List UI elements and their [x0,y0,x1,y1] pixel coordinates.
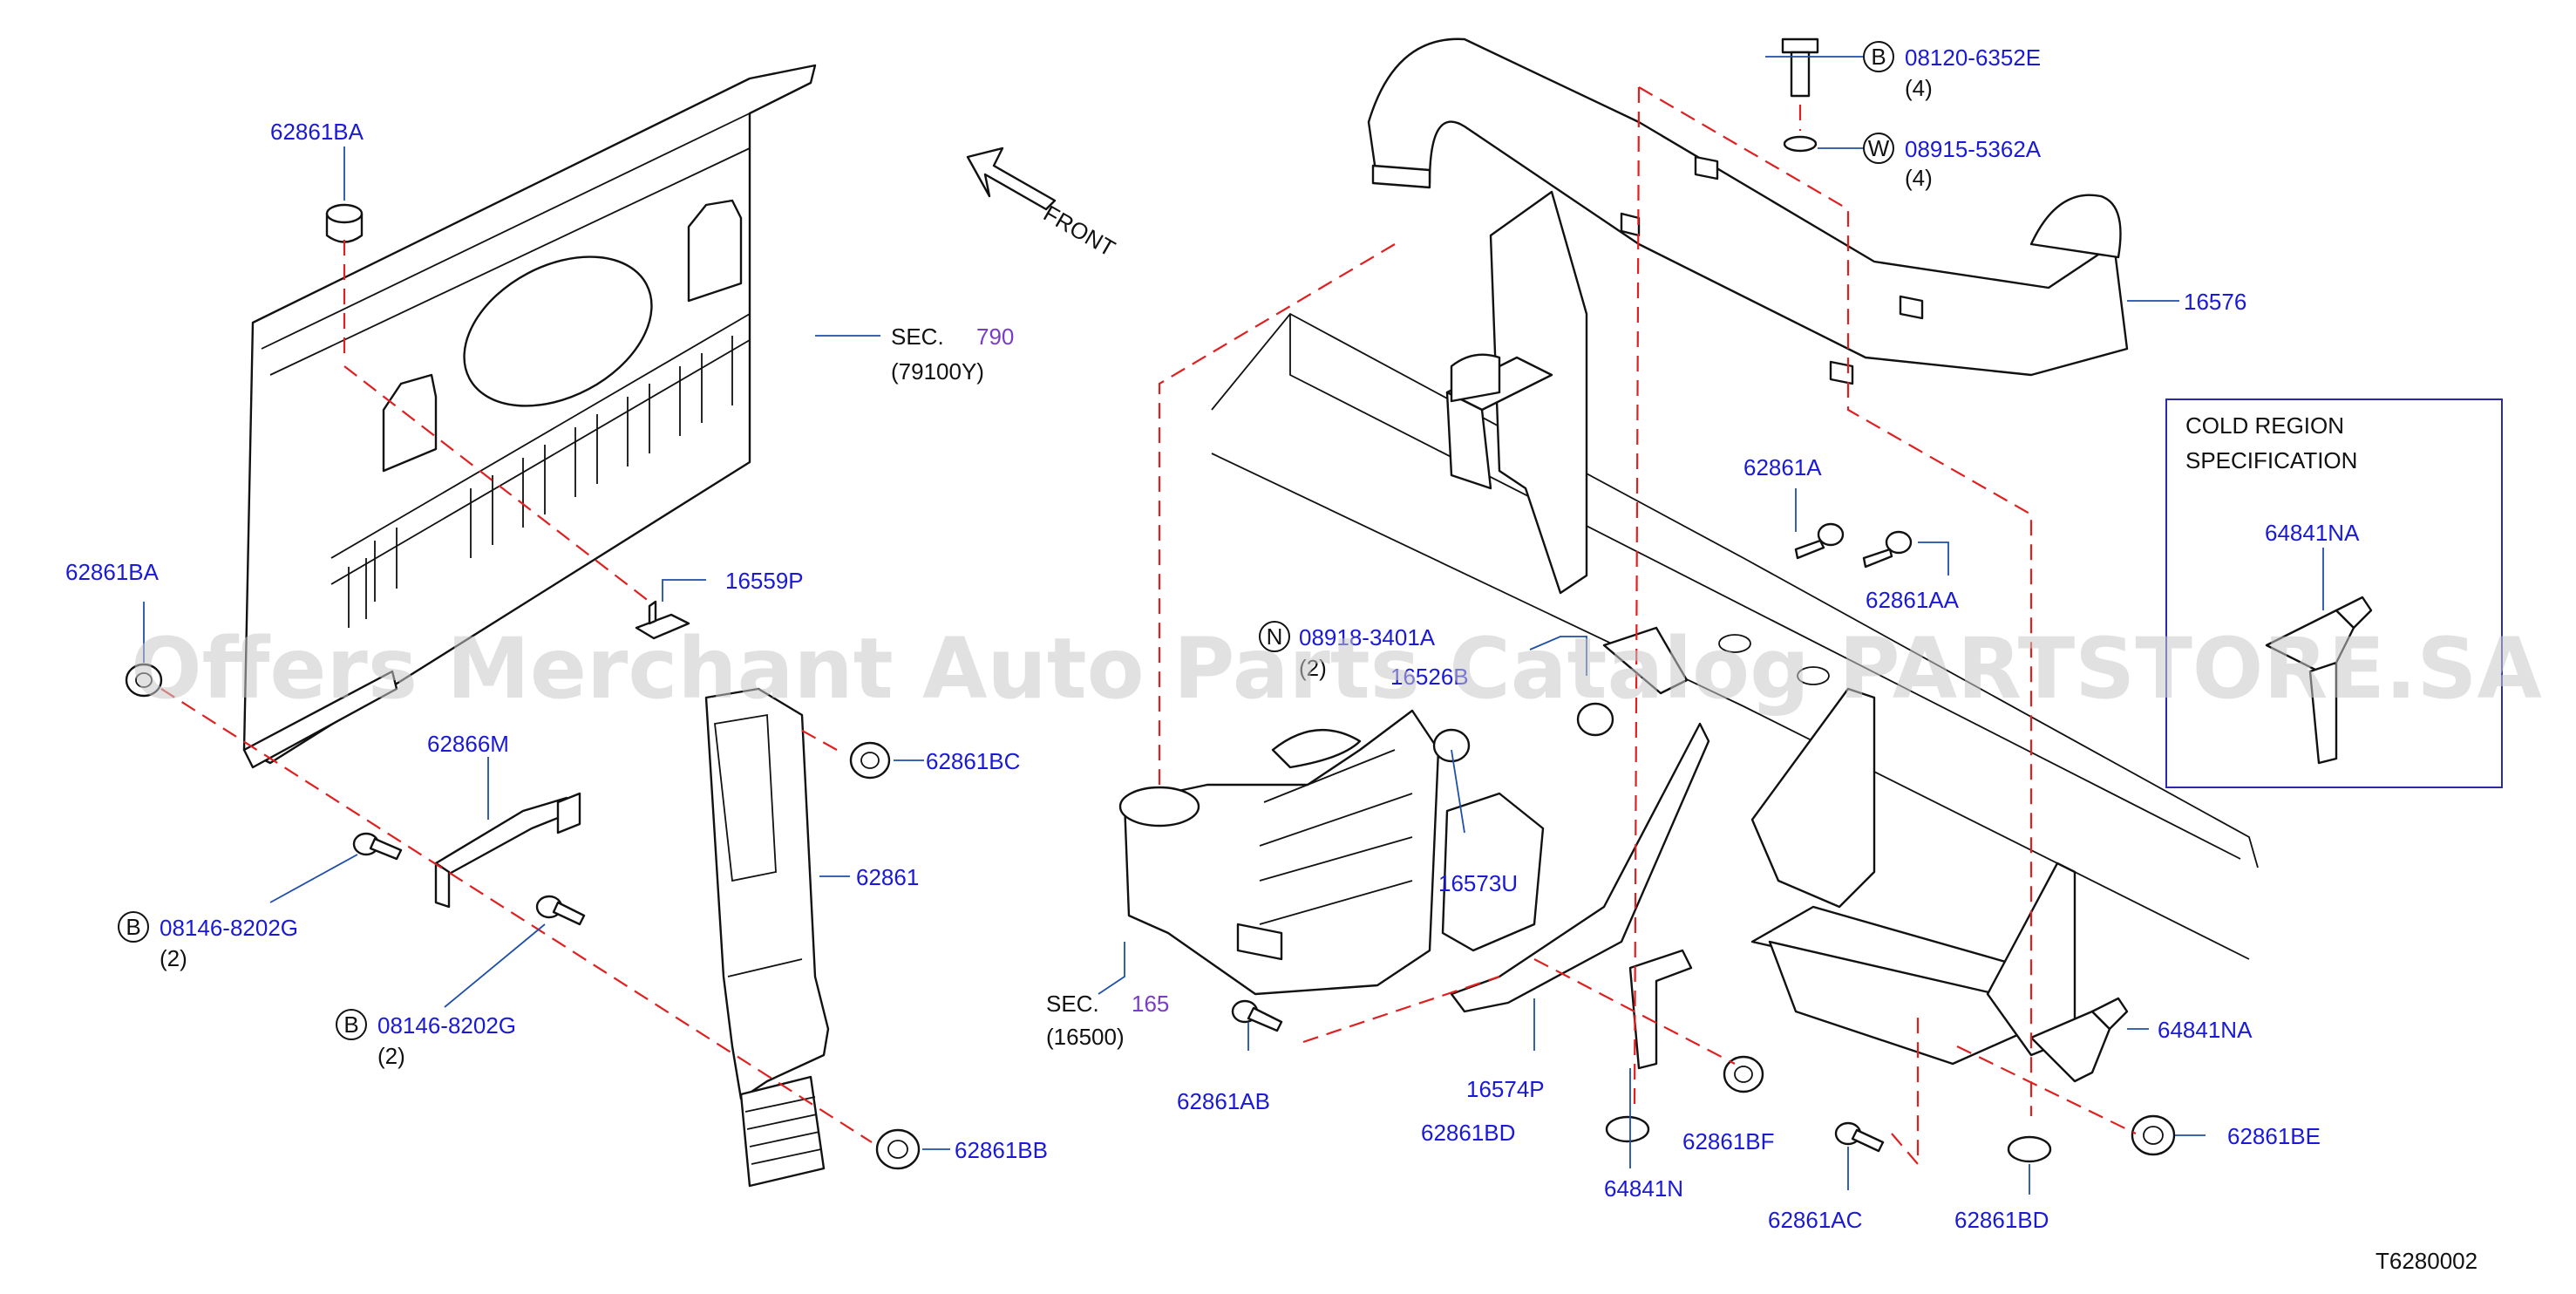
label-16559P: 16559P [725,568,804,594]
label-16573U: 16573U [1438,870,1518,896]
nut-62861BD-a [1605,1115,1650,1143]
marker-b1-letter: B [126,914,140,940]
label-sec165-number: 165 [1132,991,1169,1017]
nut-62861BF [1723,1055,1764,1093]
washer-08915-5362A [1783,135,1818,153]
label-08120-6352E: 08120-6352E [1905,44,2041,71]
clip-16559P [635,600,690,640]
label-62861BD-b: 62861BD [1954,1207,2049,1233]
label-62861BD-a: 62861BD [1421,1120,1515,1146]
label-08120-6352E-qty: (4) [1905,75,1933,101]
cold-region-box [2165,398,2503,788]
label-sec790-sub: (79100Y) [891,358,984,385]
label-08915-5362A-qty: (4) [1905,165,1933,191]
bolt-62861AA [1862,530,1913,569]
label-62861BB: 62861BB [955,1137,1048,1163]
label-62866M: 62866M [427,731,509,757]
label-08146-8202G-b: 08146-8202G [377,1012,516,1039]
bracket-16574P [1450,722,1710,1013]
grommet-62861BA-top [325,203,364,243]
rear-panel-illustration [242,64,817,769]
nut-62861BD-b [2007,1135,2052,1163]
label-sec790-number: 790 [976,324,1014,350]
label-64841NA: 64841NA [2158,1017,2253,1043]
label-08146-8202G-a: 08146-8202G [160,915,298,941]
panel-ribs [348,336,733,628]
marker-b2-letter: B [343,1011,358,1038]
label-08918-3401A-qty: (2) [1299,655,1327,681]
label-62861: 62861 [856,864,919,890]
resonator-bracket [1445,190,1588,595]
label-16576: 16576 [2184,289,2246,315]
label-08146-8202G-a-qty: (2) [160,945,187,971]
bracket-16573U [1441,792,1545,952]
nut-62861BC [849,741,891,780]
cold-region-title-2: SPECIFICATION [2185,447,2357,473]
grommet-62861BA-left [125,663,163,698]
cold-region-title-1: COLD REGION [2185,412,2344,439]
cold-region-part-label: 64841NA [2265,520,2360,546]
diagram-code: T6280002 [2375,1248,2477,1274]
assembly-lines [160,86,2137,1167]
label-62861BE: 62861BE [2227,1123,2321,1149]
label-16526B: 16526B [1390,664,1469,690]
bolt-62861AC [1834,1121,1885,1153]
marker-top-b-letter: B [1871,44,1886,70]
label-08918-3401A: 08918-3401A [1299,624,1436,650]
marker-b2: B [336,1009,367,1040]
label-62861AC: 62861AC [1768,1207,1862,1233]
bolt-08120-6352E [1781,37,1819,98]
label-front: FRONT [1039,200,1120,262]
air-duct-62861 [704,687,830,1188]
frame-rail-illustration [1211,312,2259,960]
label-64841N: 64841N [1604,1175,1683,1202]
label-sec165-sub: (16500) [1046,1024,1125,1050]
label-62861BC: 62861BC [926,748,1020,774]
label-62861BA-left: 62861BA [65,559,160,585]
air-cleaner-sec165 [1118,709,1440,996]
intake-tube-16576 [1367,37,2129,385]
marker-n-letter: N [1267,623,1283,650]
marker-top-w-letter: W [1868,135,1890,161]
nut-62861BB [875,1128,921,1170]
bracket-62866M [434,792,581,909]
marker-n: N [1259,621,1290,652]
label-08915-5362A: 08915-5362A [1905,136,2042,162]
battery-tray-bracket [1750,687,2076,1066]
marker-b1: B [118,911,149,943]
bolt-08146-8202G-b [535,895,586,926]
bolt-62861A [1794,522,1845,560]
leader-lines [143,56,2324,1195]
label-62861BF: 62861BF [1682,1128,1775,1154]
label-62861AA: 62861AA [1866,587,1960,613]
label-08146-8202G-b-qty: (2) [377,1043,405,1069]
bracket-64841N [1628,949,1693,1070]
marker-top-b: B [1863,41,1894,72]
label-62861A: 62861A [1743,454,1822,480]
bolt-62861AB [1231,999,1283,1032]
label-62861AB: 62861AB [1177,1088,1270,1114]
label-62861BA-top: 62861BA [270,119,364,145]
bracket-64841NA [2029,997,2129,1083]
watermark: Offers Merchant Auto Parts Catalog PARTS… [131,620,2542,718]
label-sec165: SEC. [1046,991,1099,1017]
label-sec790: SEC. [891,324,944,350]
label-16574P: 16574P [1466,1076,1545,1102]
grommet-16526B-a [1432,728,1471,763]
nut-62861BE [2131,1114,2176,1156]
front-arrow-icon [966,146,1057,211]
bolt-08146-8202G-a [352,832,403,861]
marker-top-w: W [1863,133,1894,164]
grommet-16526B-b [1576,702,1614,737]
